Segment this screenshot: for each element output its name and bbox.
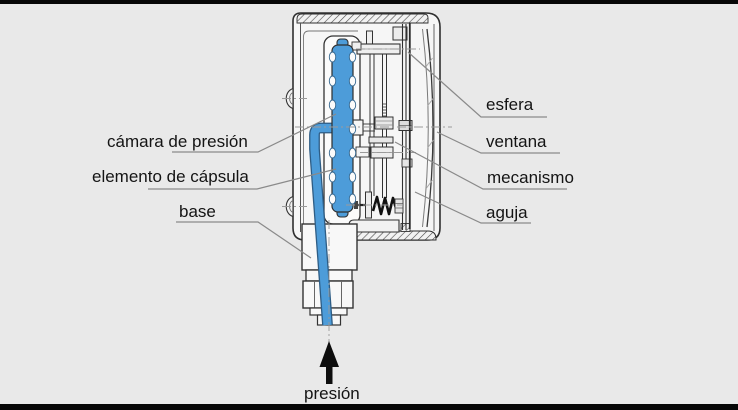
top-frame-bar bbox=[0, 0, 738, 4]
label-camara-de-presion: cámara de presión bbox=[107, 132, 248, 151]
label-ventana: ventana bbox=[486, 132, 547, 151]
label-esfera: esfera bbox=[486, 95, 534, 114]
bottom-frame-bar bbox=[0, 404, 738, 410]
label-base: base bbox=[179, 202, 216, 221]
label-presion: presión bbox=[304, 384, 360, 403]
window-ventana bbox=[422, 28, 434, 228]
pressure-tube bbox=[309, 122, 342, 326]
label-mecanismo: mecanismo bbox=[487, 168, 574, 187]
callout-leader-lines bbox=[148, 51, 567, 259]
pressure-arrow-up-icon bbox=[319, 341, 339, 384]
label-elemento-de-capsula: elemento de cápsula bbox=[92, 167, 249, 186]
centerlines bbox=[282, 48, 452, 347]
label-aguja: aguja bbox=[486, 203, 528, 222]
capsule-element bbox=[328, 38, 357, 218]
